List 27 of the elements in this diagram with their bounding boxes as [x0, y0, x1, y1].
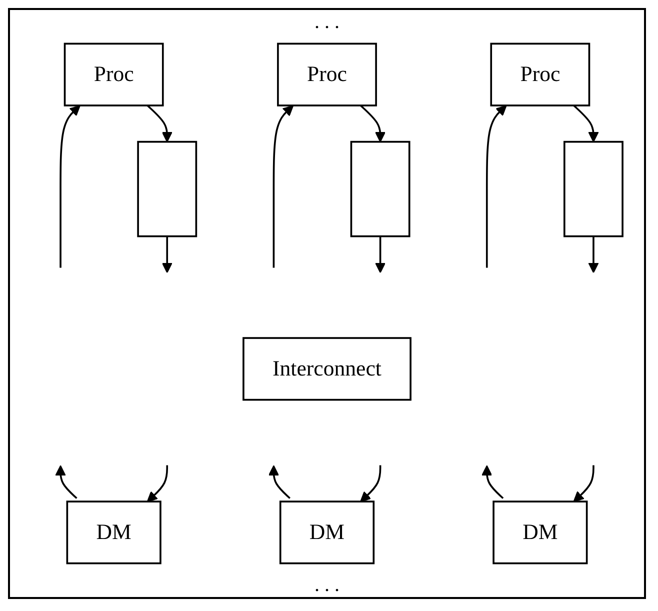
ellipsis-label: . . . — [314, 10, 340, 34]
arrow — [268, 465, 290, 499]
arrow — [374, 236, 386, 274]
arrow — [588, 236, 599, 274]
arrow — [55, 465, 78, 499]
process-box: DM — [66, 500, 162, 564]
queue-box — [137, 140, 198, 238]
arrow — [360, 104, 386, 142]
process-box: DM — [279, 500, 375, 564]
arrow — [573, 104, 599, 142]
arrow — [573, 465, 594, 502]
arrow — [146, 465, 168, 502]
queue-box — [564, 140, 624, 238]
arrow — [162, 236, 172, 274]
arrow — [146, 104, 172, 142]
arrow — [272, 105, 294, 268]
arrow — [60, 105, 80, 268]
process-box: Proc — [490, 42, 590, 106]
ellipsis-label: . . . — [314, 573, 340, 597]
process-box: Proc — [64, 42, 164, 106]
arrow — [486, 105, 507, 268]
arrow — [360, 465, 382, 502]
queue-box — [350, 140, 410, 238]
process-box: Interconnect — [242, 337, 412, 401]
arrow — [482, 465, 504, 499]
process-box: DM — [492, 500, 588, 564]
process-box: Proc — [277, 42, 377, 106]
